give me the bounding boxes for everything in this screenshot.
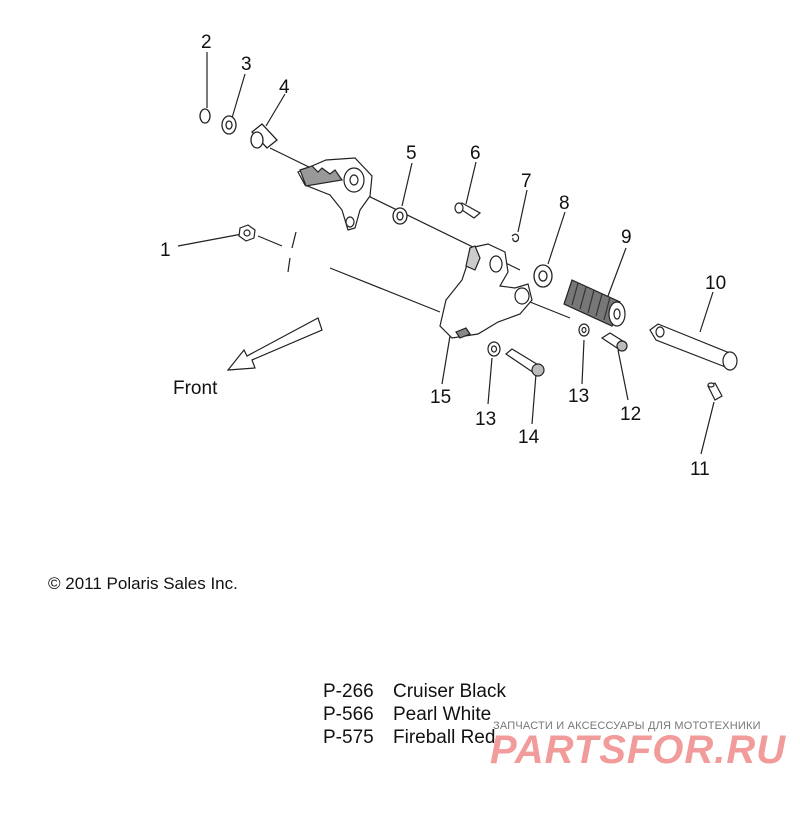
part-15-pedal-bracket (439, 243, 533, 339)
paint-code: P-566 (323, 704, 374, 725)
axis-break-1 (291, 231, 297, 249)
callout-10: 10 (705, 273, 726, 294)
watermark-tagline: ЗАПЧАСТИ И АКСЕССУАРЫ ДЛЯ МОТОТЕХНИКИ (493, 720, 761, 732)
callout-14: 14 (518, 427, 540, 448)
axis-break-2 (287, 257, 291, 273)
paint-row: P-575 Fireball Red (323, 726, 506, 749)
callout-4: 4 (279, 77, 290, 98)
copyright-notice: © 2011 Polaris Sales Inc. (48, 574, 238, 593)
axis-line-right (524, 299, 571, 319)
callout-15: 15 (430, 387, 451, 408)
paint-row: P-266 Cruiser Black (323, 680, 506, 703)
callout-8: 8 (559, 193, 570, 214)
leader-1 (177, 233, 243, 247)
leader-13a (581, 339, 585, 385)
leader-15 (441, 335, 451, 385)
callout-2: 2 (201, 32, 212, 53)
leader-12 (617, 349, 629, 401)
leader-4 (265, 93, 286, 127)
watermark-logo: PARTSFOR.RU (490, 728, 787, 772)
front-label: Front (173, 378, 218, 399)
part-1-nut (238, 224, 256, 242)
leader-13b (487, 357, 493, 405)
callout-6: 6 (470, 143, 481, 164)
part-2-snap-ring (199, 108, 211, 124)
part-4-bushing (250, 123, 278, 149)
leader-9 (607, 247, 627, 297)
leader-5 (401, 162, 413, 207)
paint-name: Fireball Red (393, 727, 496, 748)
callout-9: 9 (621, 227, 632, 248)
callout-7: 7 (521, 171, 532, 192)
part-11-set-screw (707, 382, 723, 401)
part-3-washer (221, 115, 237, 135)
paint-name: Cruiser Black (393, 681, 506, 702)
part-5-washer (392, 207, 408, 225)
leader-7 (517, 189, 528, 233)
leader-3 (231, 73, 246, 119)
callout-3: 3 (241, 54, 252, 75)
callout-5: 5 (406, 143, 417, 164)
part-10-footpeg-shaft (649, 323, 738, 371)
callout-12: 12 (620, 404, 641, 425)
axis-line-lower (329, 267, 441, 313)
callout-11: 11 (690, 459, 710, 480)
paint-code: P-266 (323, 681, 374, 702)
leader-10 (699, 291, 714, 333)
leader-8 (547, 211, 566, 265)
paint-code-list: P-266 Cruiser Black P-566 Pearl White P-… (323, 680, 506, 749)
part-13-washer-right (578, 323, 590, 337)
leader-11 (700, 401, 715, 455)
shift-arm (297, 157, 373, 231)
paint-code: P-575 (323, 727, 374, 748)
part-8-washer (533, 264, 553, 288)
callout-13-right: 13 (568, 386, 589, 407)
axis-line-left (257, 235, 283, 247)
part-6-pin (454, 202, 482, 219)
callout-13-left: 13 (475, 409, 496, 430)
part-13-washer-left (487, 341, 501, 357)
part-9-footpeg-rubber (563, 279, 626, 327)
part-14-bolt (505, 348, 545, 377)
callout-1: 1 (160, 240, 171, 261)
leader-14 (531, 373, 537, 425)
paint-row: P-566 Pearl White (323, 703, 506, 726)
leader-6 (465, 161, 477, 205)
part-7-clip (511, 233, 520, 243)
paint-name: Pearl White (393, 704, 492, 725)
front-arrow (226, 317, 323, 371)
part-12-bolt (600, 332, 628, 352)
